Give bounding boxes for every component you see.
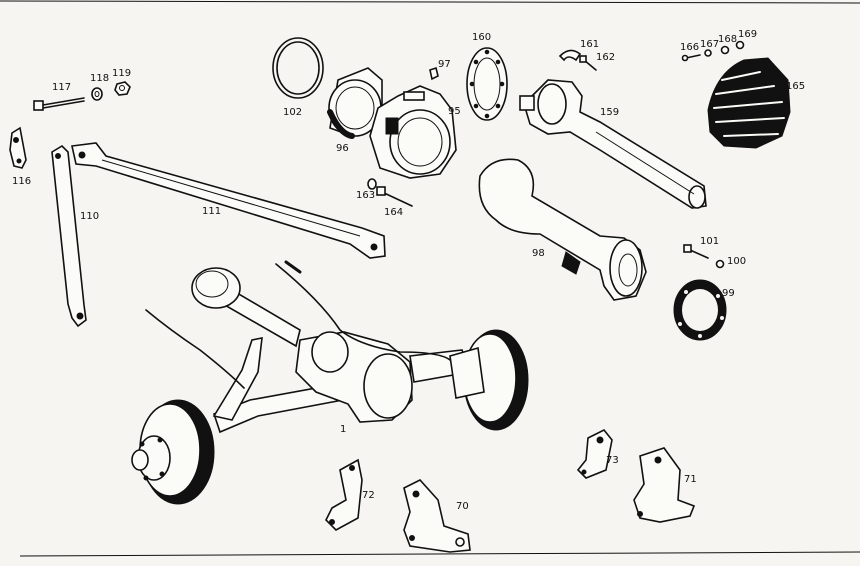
label-99: 99 — [722, 288, 735, 299]
label-165: 165 — [786, 81, 805, 92]
part-102-ring — [272, 37, 324, 99]
top-edge-line — [0, 0, 860, 4]
label-116: 116 — [12, 176, 31, 187]
label-168: 168 — [718, 34, 737, 45]
label-73: 73 — [606, 455, 619, 466]
part-165-boot — [707, 57, 791, 149]
part-73-bracket — [576, 428, 613, 479]
label-72: 72 — [362, 490, 375, 501]
label-110: 110 — [80, 211, 99, 222]
part-166-bolt — [681, 54, 701, 62]
part-96-sleeve — [327, 67, 383, 139]
part-163-washer — [367, 178, 377, 190]
part-160-gasket — [466, 47, 508, 121]
label-102: 102 — [283, 107, 302, 118]
part-169-nut — [735, 40, 745, 50]
part-110-rod — [51, 144, 87, 328]
part-71-bracket — [633, 447, 696, 523]
bottom-edge-line — [19, 551, 860, 557]
part-99-flange — [673, 279, 727, 341]
part-164-bolt — [376, 186, 413, 207]
label-98: 98 — [532, 248, 545, 259]
part-168-washer — [720, 45, 730, 55]
label-118: 118 — [90, 73, 109, 84]
part-98-axle-tube — [478, 158, 647, 301]
part-1-axle-assembly — [131, 260, 529, 505]
part-167-washer — [704, 49, 712, 57]
label-163: 163 — [356, 190, 375, 201]
part-119-nut — [114, 81, 131, 96]
label-96: 96 — [336, 143, 349, 154]
label-159: 159 — [600, 107, 619, 118]
label-95: 95 — [448, 106, 461, 117]
label-1: 1 — [340, 424, 346, 435]
part-111-strut — [71, 142, 386, 259]
part-162-bolt — [579, 55, 597, 71]
part-95-housing — [369, 85, 457, 179]
part-161-clip — [558, 49, 582, 62]
label-119: 119 — [112, 68, 131, 79]
label-117: 117 — [52, 82, 71, 93]
part-101-bolt — [683, 244, 709, 259]
label-71: 71 — [684, 474, 697, 485]
label-100: 100 — [727, 256, 746, 267]
part-97-pin — [429, 66, 439, 81]
part-159-shaft — [519, 79, 707, 209]
label-169: 169 — [738, 29, 757, 40]
label-164: 164 — [384, 207, 403, 218]
part-118-washer — [91, 87, 103, 101]
label-167: 167 — [700, 39, 719, 50]
part-72-bracket — [325, 458, 363, 531]
label-97: 97 — [438, 59, 451, 70]
part-100-washer — [715, 259, 725, 269]
label-111: 111 — [202, 206, 221, 217]
part-116-bracket — [9, 126, 27, 169]
label-166: 166 — [680, 42, 699, 53]
label-162: 162 — [596, 52, 615, 63]
label-161: 161 — [580, 39, 599, 50]
label-160: 160 — [472, 32, 491, 43]
part-70-bracket — [403, 479, 471, 553]
part-117-bolt — [33, 97, 85, 111]
label-70: 70 — [456, 501, 469, 512]
label-101: 101 — [700, 236, 719, 247]
